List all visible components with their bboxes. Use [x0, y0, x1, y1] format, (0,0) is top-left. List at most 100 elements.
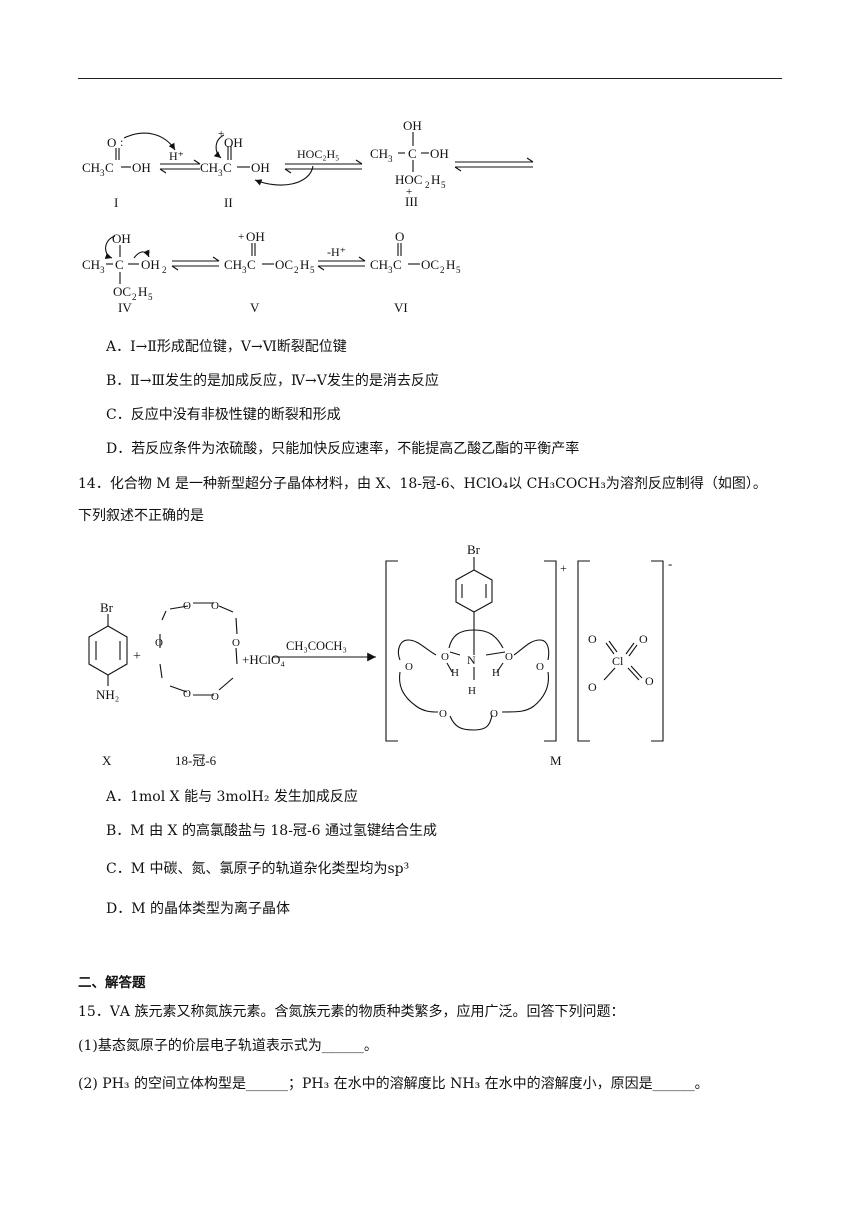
svg-text:OH: OH — [132, 160, 151, 175]
svg-text::: : — [120, 135, 123, 149]
label-vi: VI — [394, 300, 408, 315]
svg-text:O: O — [505, 651, 513, 663]
svg-text:O: O — [441, 651, 449, 663]
label-i: I — [114, 195, 118, 210]
svg-text:H: H — [446, 257, 455, 272]
svg-text:O: O — [155, 637, 163, 649]
q15-stem: 15．ⅤA 族元素又称氮族元素。含氮族元素的物质种类繁多，应用广泛。回答下列问题… — [78, 1004, 625, 1020]
svg-text:O: O — [395, 229, 404, 244]
q13-option-b: B．Ⅱ→Ⅲ发生的是加成反应，Ⅳ→Ⅴ发生的是消去反应 — [106, 373, 439, 389]
label-m: M — [550, 753, 562, 768]
svg-text:O: O — [439, 708, 447, 720]
anion-charge: - — [668, 556, 672, 571]
svg-text:OH: OH — [224, 135, 243, 150]
svg-text:5: 5 — [456, 265, 461, 275]
q14-option-c: C．M 中碳、氮、氯原子的轨道杂化类型均为sp³ — [106, 861, 410, 877]
svg-text:2: 2 — [425, 180, 430, 190]
reagent-h-plus: H⁺ — [169, 149, 184, 163]
svg-text:O: O — [107, 135, 116, 150]
svg-text:H: H — [431, 172, 440, 187]
label-iv: IV — [118, 300, 132, 315]
svg-text:H: H — [300, 257, 309, 272]
svg-text:O: O — [183, 688, 191, 700]
reagent-ethanol: HOC₂H₅ — [297, 147, 339, 161]
x-br-atom: Br — [100, 600, 114, 615]
svg-text:OH: OH — [430, 146, 449, 161]
svg-text:+: + — [406, 186, 412, 198]
svg-text:HOC: HOC — [395, 172, 422, 187]
svg-text:OC: OC — [113, 284, 131, 299]
svg-text:O: O — [490, 708, 498, 720]
supramolecular-reaction-figure: Br NH₂ + O O O O O O +HClO₄ CH₃COCH₃ Br … — [88, 542, 672, 768]
svg-text:+: + — [144, 247, 150, 259]
svg-text:O: O — [645, 674, 654, 688]
svg-text:CH: CH — [224, 257, 242, 272]
svg-text:CH: CH — [200, 160, 218, 175]
svg-text:3: 3 — [100, 265, 105, 275]
svg-text:O: O — [232, 637, 240, 649]
svg-text:H: H — [138, 284, 147, 299]
svg-text:3: 3 — [242, 265, 247, 275]
q13-option-a: A．Ⅰ→Ⅱ形成配位键，Ⅴ→Ⅵ断裂配位键 — [106, 339, 347, 355]
svg-text:CH: CH — [82, 160, 100, 175]
svg-text:5: 5 — [148, 292, 153, 302]
svg-text:O: O — [588, 680, 597, 694]
label-v: V — [250, 300, 260, 315]
svg-text:3: 3 — [100, 168, 105, 178]
header-rule — [78, 78, 782, 79]
svg-text:O: O — [588, 632, 597, 646]
q15-part1: (1)基态氮原子的价层电子轨道表示式为______。 — [78, 1038, 378, 1054]
m-n-atom: N — [467, 653, 476, 667]
q14-option-b: B．M 由 X 的高氯酸盐与 18-冠-6 通过氢键结合生成 — [106, 823, 438, 839]
m-br-atom: Br — [467, 542, 481, 557]
solvent-acetone: CH₃COCH₃ — [286, 639, 347, 653]
svg-text:O: O — [536, 661, 544, 673]
svg-text:H: H — [451, 667, 459, 679]
svg-text:3: 3 — [388, 265, 393, 275]
svg-text:3: 3 — [388, 154, 393, 164]
svg-text:OC: OC — [275, 257, 293, 272]
svg-text:OH: OH — [246, 229, 265, 244]
svg-text:+: + — [238, 231, 244, 243]
q15-part2: (2) PH₃ 的空间立体构型是______；PH₃ 在水中的溶解度比 NH₃ … — [78, 1076, 709, 1092]
svg-text:C: C — [223, 160, 232, 175]
svg-text:2: 2 — [162, 265, 167, 275]
svg-text:CH: CH — [370, 146, 388, 161]
svg-text:C: C — [393, 257, 402, 272]
svg-text:OC: OC — [421, 257, 439, 272]
svg-text:O: O — [183, 600, 191, 612]
svg-text:2: 2 — [440, 265, 445, 275]
svg-text:O: O — [405, 661, 413, 673]
x-nh2-group: NH₂ — [96, 687, 119, 702]
reagent-minus-h: -H⁺ — [327, 245, 346, 259]
svg-text:+: + — [133, 649, 141, 664]
svg-text:OH: OH — [251, 160, 270, 175]
svg-text:OH: OH — [112, 231, 131, 246]
svg-text:C: C — [408, 146, 417, 161]
svg-text:2: 2 — [132, 292, 137, 302]
label-ii: II — [224, 195, 233, 210]
svg-text:C: C — [115, 257, 124, 272]
svg-text:C: C — [247, 257, 256, 272]
q14-option-a: A．1mol X 能与 3molH₂ 发生加成反应 — [106, 789, 358, 805]
svg-text:C: C — [105, 160, 114, 175]
svg-text:H: H — [492, 667, 500, 679]
svg-text:CH: CH — [370, 257, 388, 272]
q13-option-c: C．反应中没有非极性键的断裂和形成 — [106, 407, 341, 423]
svg-text:+: + — [218, 128, 224, 140]
svg-text:5: 5 — [310, 265, 315, 275]
label-x: X — [102, 753, 112, 768]
reagent-hclo4: +HClO₄ — [242, 652, 285, 667]
anion-cl-atom: Cl — [612, 654, 624, 668]
q14-stem-line2: 下列叙述不正确的是 — [78, 508, 204, 524]
q13-option-d: D．若反应条件为浓硫酸，只能加快反应速率，不能提高乙酸乙酯的平衡产率 — [106, 441, 580, 457]
q14-option-d: D．M 的晶体类型为离子晶体 — [106, 901, 291, 917]
svg-text:CH: CH — [82, 257, 100, 272]
svg-text:5: 5 — [441, 180, 446, 190]
svg-text:H: H — [468, 685, 476, 697]
svg-text:OH: OH — [403, 118, 422, 133]
q14-stem-line1: 14．化合物 M 是一种新型超分子晶体材料，由 X、18-冠-6、HClO₄以 … — [78, 476, 767, 492]
svg-text:OH: OH — [141, 257, 160, 272]
label-crown: 18-冠-6 — [175, 753, 217, 768]
